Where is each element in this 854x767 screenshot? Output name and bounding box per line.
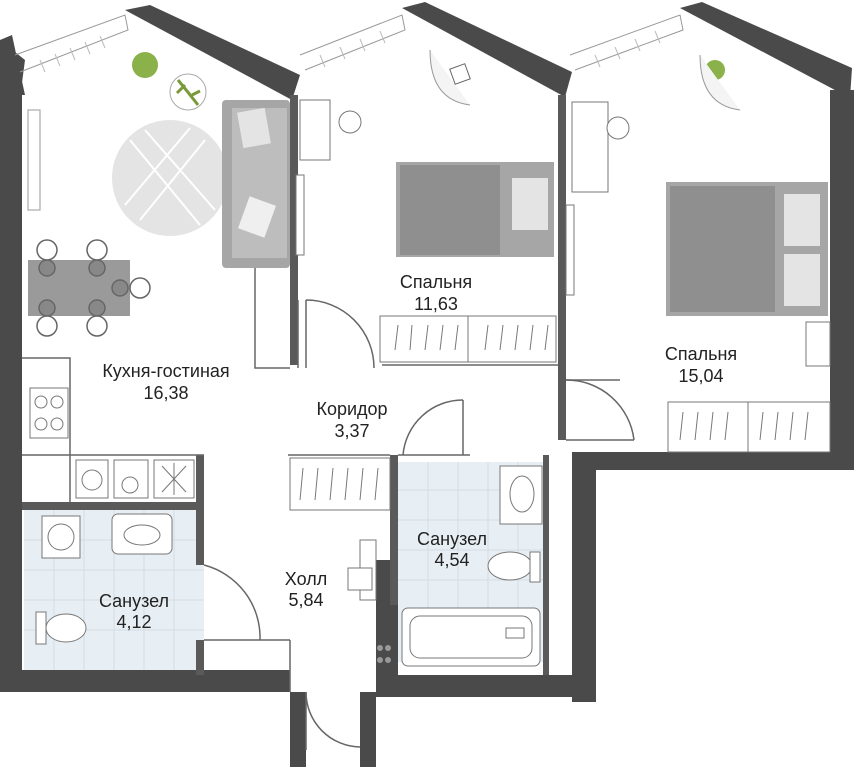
bedroom1-furniture <box>295 49 557 363</box>
desk <box>299 99 331 161</box>
partition-kitchen-bedroom1 <box>290 95 298 365</box>
bath1-label: Санузел <box>99 591 169 611</box>
toilet <box>487 551 533 581</box>
wall-bottom-left <box>0 670 290 692</box>
plant-kitchen <box>132 52 207 111</box>
bedroom2-label: Спальня <box>665 344 737 364</box>
cooktop <box>29 387 69 439</box>
wall-right <box>830 90 854 460</box>
wall-left <box>0 60 22 690</box>
washbasin <box>111 513 173 555</box>
bath2-area: 4,54 <box>434 550 469 570</box>
desk <box>571 101 609 193</box>
wall-top-bedroom2 <box>680 2 852 98</box>
bedroom2-area: 15,04 <box>678 366 723 386</box>
kitchen-label: Кухня-гостиная <box>102 361 229 381</box>
pillow <box>237 107 271 149</box>
bedroom2-furniture <box>565 54 831 453</box>
wall-bottom-bath2 <box>376 675 596 697</box>
pillow <box>512 178 548 230</box>
dining-chairs <box>36 239 151 337</box>
corridor-label: Коридор <box>316 399 387 419</box>
hall-area: 5,84 <box>288 590 323 610</box>
bedroom1-label: Спальня <box>400 272 472 292</box>
bath1-fixtures <box>35 513 173 645</box>
kitchen-sink <box>75 459 109 499</box>
round-rug <box>112 120 228 236</box>
room-labels: Кухня-гостиная 16,38 Спальня 11,63 Спаль… <box>99 272 737 632</box>
tv-unit <box>27 109 41 211</box>
bath1-area: 4,12 <box>116 612 151 632</box>
corridor-wardrobe <box>289 457 391 663</box>
toilet <box>45 613 87 643</box>
pillow <box>784 194 820 246</box>
hall-label: Холл <box>285 569 327 589</box>
corridor-area: 3,37 <box>334 421 369 441</box>
wall-bottom-bedroom2 <box>572 452 854 470</box>
windows <box>14 14 684 73</box>
bath2-fixtures <box>401 465 543 667</box>
washbasin <box>499 465 543 525</box>
wardrobe <box>667 401 831 453</box>
kitchen-living-furniture <box>27 52 290 499</box>
partition-bedroom1-bedroom2 <box>558 95 566 440</box>
room-outlines <box>22 245 620 692</box>
bedroom1-area: 11,63 <box>414 294 458 314</box>
kitchen-area: 16,38 <box>143 383 188 403</box>
pillow <box>238 196 276 238</box>
doors <box>203 299 635 750</box>
pillow <box>784 254 820 306</box>
wall-top-bedroom1 <box>402 2 572 97</box>
bath2-label: Санузел <box>417 529 487 549</box>
bathtub <box>401 607 541 667</box>
wall-top-kitchen <box>125 5 300 100</box>
